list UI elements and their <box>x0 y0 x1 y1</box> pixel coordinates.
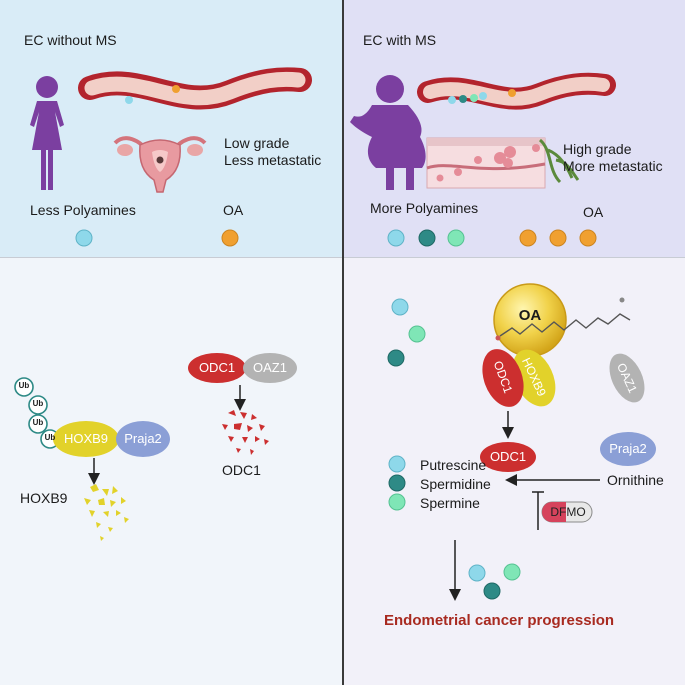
right-grade-line1: High grade <box>563 141 632 157</box>
ub-label: Ub <box>44 433 56 442</box>
odc1-degraded-label: ODC1 <box>222 462 261 478</box>
putrescine-dot <box>387 229 405 247</box>
oaz1-label: OAZ1 <box>253 360 287 375</box>
spermidine-dot <box>418 229 436 247</box>
oa-dot <box>579 229 597 247</box>
praja2-label: Praja2 <box>124 431 162 446</box>
putrescine-dot <box>468 564 486 582</box>
odc1-protein <box>480 442 536 472</box>
putrescine-dot <box>75 229 93 247</box>
spermine-label: Spermine <box>420 495 480 511</box>
uterus-icon <box>113 136 207 193</box>
left-grade-line1: Low grade <box>224 135 290 151</box>
ub-label: Ub <box>32 399 44 408</box>
oa-dot <box>519 229 537 247</box>
putrescine-dot <box>388 455 406 473</box>
spermine-dot <box>447 229 465 247</box>
ub-label: Ub <box>32 418 44 427</box>
odc1-protein <box>188 353 246 383</box>
oleic-acid-molecule <box>493 283 631 357</box>
vertical-divider <box>342 0 344 685</box>
ub-label: Ub <box>18 381 30 390</box>
spermidine-dot <box>388 474 406 492</box>
spermidine-label: Spermidine <box>420 476 491 492</box>
blood-vessel-icon <box>417 72 616 110</box>
left-panel-title: EC without MS <box>24 32 117 48</box>
hoxb9-protein <box>53 421 119 457</box>
obese-woman-icon <box>350 75 426 190</box>
hoxb9-degraded-label: HOXB9 <box>20 490 68 506</box>
right-panel-title: EC with MS <box>363 32 437 48</box>
right-oa-label: OA <box>583 204 604 220</box>
praja2-protein <box>600 432 656 466</box>
right-grade-line2: More metastatic <box>563 158 663 174</box>
oa-dot <box>221 229 239 247</box>
dfmo-label: DFMO <box>550 505 586 519</box>
putrescine-label: Putrescine <box>420 457 487 473</box>
right-polyamines-label: More Polyamines <box>370 200 479 216</box>
odc1-label: ODC1 <box>489 449 527 464</box>
odc1-label: ODC1 <box>198 360 236 375</box>
left-oa-label: OA <box>223 202 244 218</box>
outcome-label: Endometrial cancer progression <box>384 612 615 629</box>
praja2-protein <box>116 421 170 457</box>
spermine-dot <box>388 493 406 511</box>
tumor-tissue-icon <box>426 137 580 189</box>
bottom-left-panel <box>0 258 343 685</box>
putrescine-dot <box>391 298 409 316</box>
left-grade-line2: Less metastatic <box>224 152 322 168</box>
oaz1-protein <box>609 353 645 403</box>
oa-dot <box>549 229 567 247</box>
hoxb9-fragments <box>84 484 129 541</box>
ornithine-label: Ornithine <box>607 472 664 488</box>
blood-vessel-icon <box>78 67 312 110</box>
praja2-label: Praja2 <box>609 441 647 456</box>
spermidine-dot <box>387 349 405 367</box>
odc1-hoxb9-complex <box>482 349 556 407</box>
odc1-fragments <box>222 410 269 455</box>
oaz1-protein <box>243 353 297 383</box>
spermidine-dot <box>483 582 501 600</box>
dfmo-pill <box>541 501 593 523</box>
spermine-dot <box>503 563 521 581</box>
slim-woman-icon <box>30 76 64 190</box>
hoxb9-label: HOXB9 <box>63 431 109 446</box>
left-polyamines-label: Less Polyamines <box>30 202 136 218</box>
ubiquitin-chain <box>14 377 60 449</box>
oa-molecule-label: OA <box>518 307 542 324</box>
spermine-dot <box>408 325 426 343</box>
